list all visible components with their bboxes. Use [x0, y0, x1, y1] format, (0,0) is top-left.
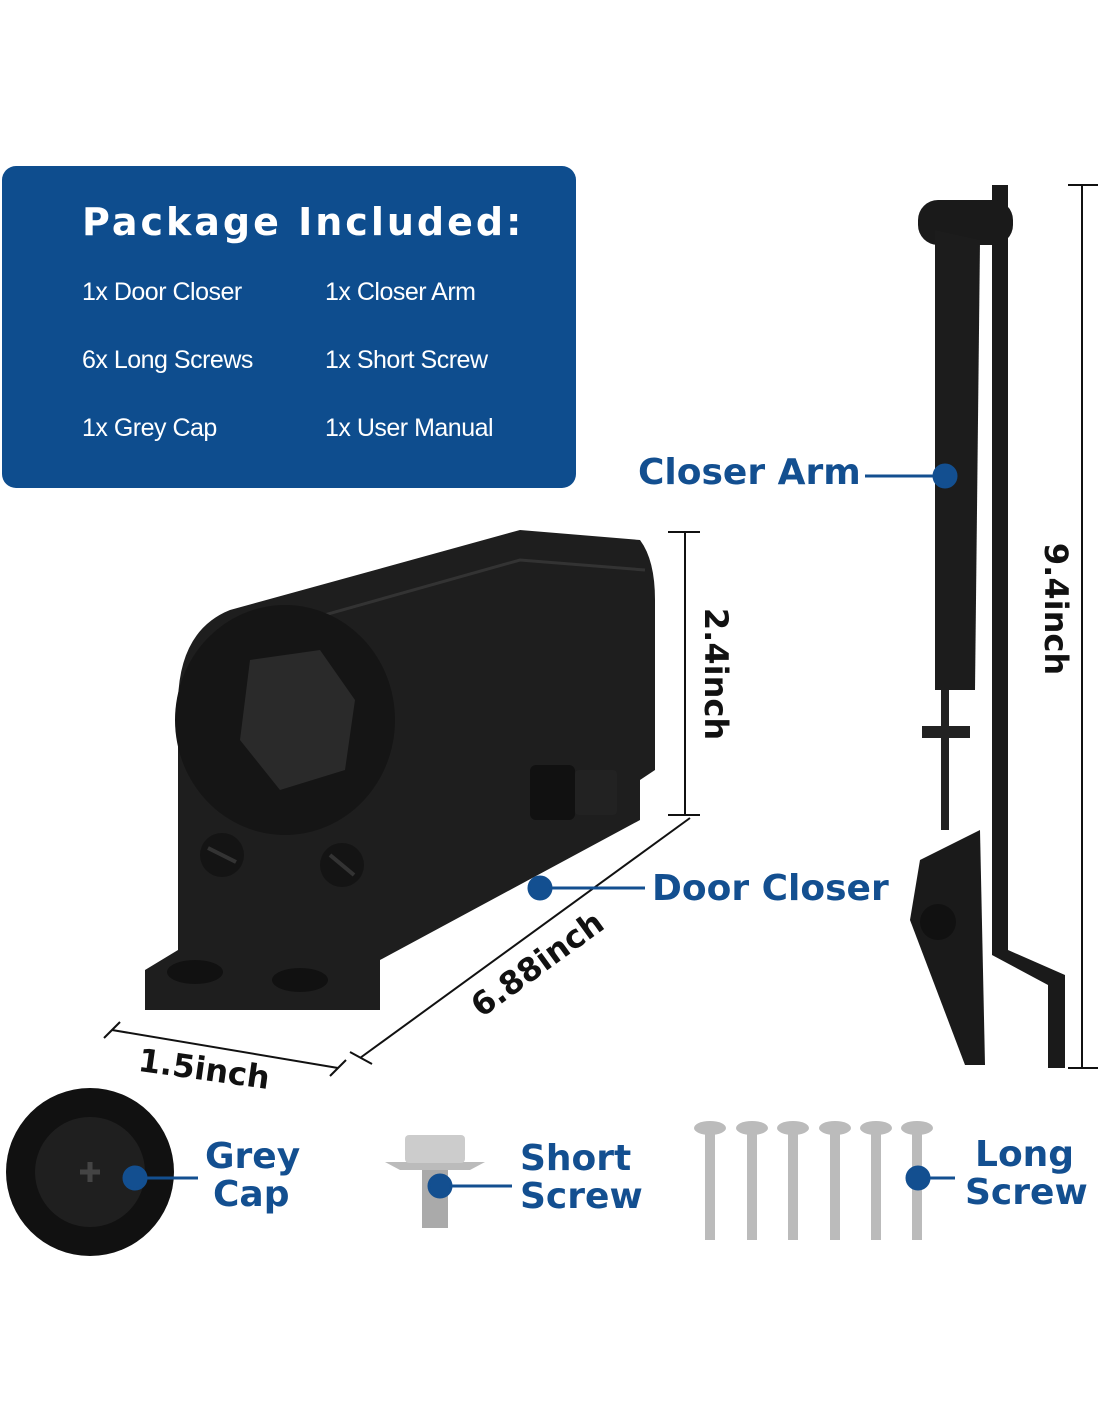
- package-item: 1x Grey Cap: [82, 414, 217, 442]
- callout-pointers: [122, 463, 958, 1199]
- long-screws-image: [694, 1121, 933, 1240]
- grey-cap-label-line2: Cap: [213, 1174, 290, 1215]
- grey-cap-label-line1: Grey: [205, 1136, 301, 1177]
- door-closer-label: Door Closer: [652, 868, 889, 909]
- door-closer-image: [145, 530, 655, 1010]
- closer-arm-image: [910, 185, 1065, 1068]
- short-screw-label-line1: Short: [520, 1138, 632, 1179]
- short-screw-label-line2: Screw: [520, 1176, 643, 1217]
- long-screw-label-line2: Screw: [965, 1172, 1088, 1213]
- package-included-panel: [2, 166, 576, 488]
- package-item: 1x User Manual: [325, 414, 494, 442]
- long-screw-label-line1: Long: [975, 1134, 1075, 1175]
- package-item: 1x Closer Arm: [325, 278, 476, 306]
- closer-arm-label: Closer Arm: [638, 452, 861, 493]
- arm-length-dimension: 9.4inch: [1037, 542, 1076, 676]
- package-item: 1x Short Screw: [325, 346, 488, 374]
- package-item: 6x Long Screws: [82, 346, 253, 374]
- height-dimension: 2.4inch: [697, 607, 736, 741]
- package-item: 1x Door Closer: [82, 278, 242, 306]
- dimension-lines: [103, 184, 1098, 1077]
- package-title: Package Included:: [82, 200, 525, 244]
- grey-cap-image: [6, 1088, 174, 1256]
